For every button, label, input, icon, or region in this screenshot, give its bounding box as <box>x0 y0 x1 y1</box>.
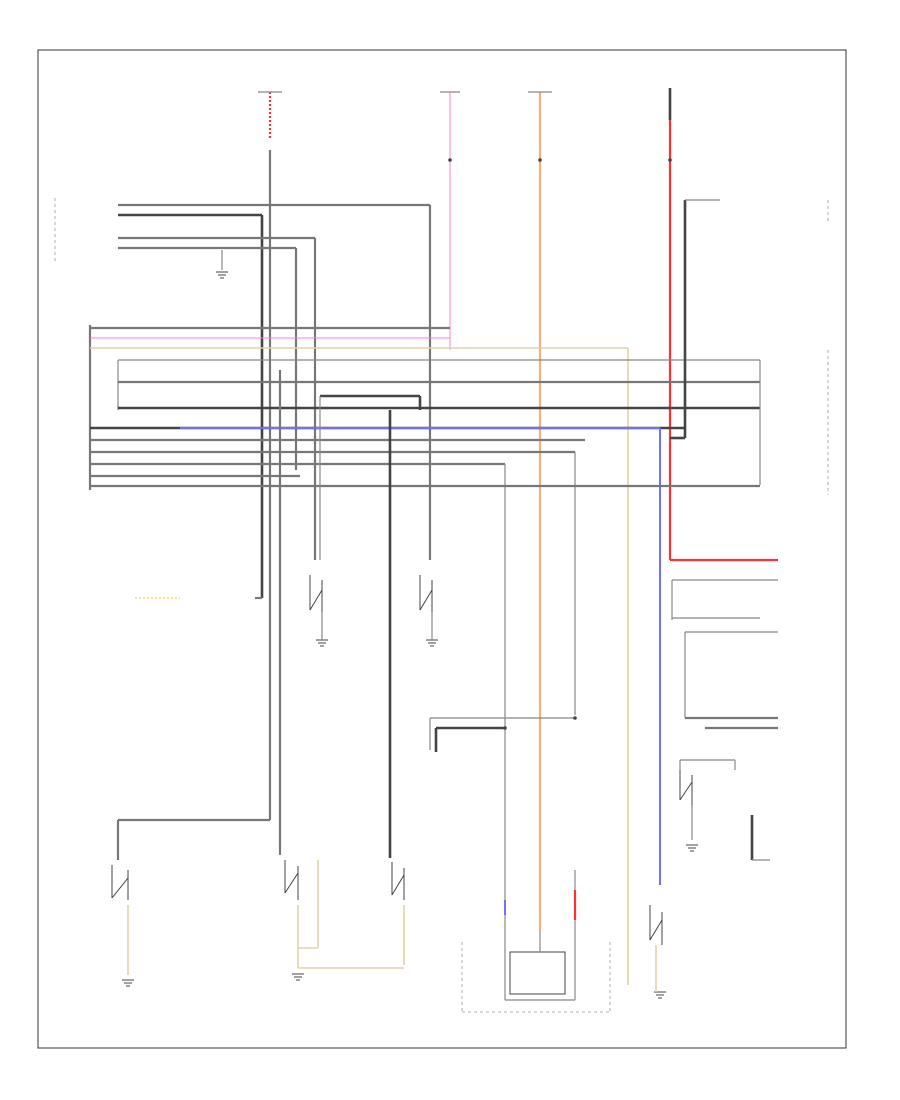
ground-antenna <box>216 271 228 279</box>
ground-symbols <box>122 271 698 999</box>
right-connectors <box>671 200 829 730</box>
main-harness <box>88 199 761 985</box>
middle-connector <box>429 717 575 752</box>
switch-door-lock-1 <box>309 575 323 612</box>
switch-right-front <box>284 860 299 900</box>
ground-rear <box>654 991 666 999</box>
switch-rear-door <box>649 905 663 945</box>
left-control-wires <box>54 150 432 820</box>
door-switches <box>111 575 693 945</box>
switch-door-lock-2 <box>419 575 433 612</box>
ground-left <box>122 979 134 987</box>
ground-ignition <box>686 844 698 852</box>
top-power-feeds <box>258 88 778 910</box>
ground-lock-1 <box>316 639 328 647</box>
switch-ignition <box>679 770 693 805</box>
switch-trunk <box>391 862 405 900</box>
bottom-left-wiring <box>116 596 405 975</box>
right-lower-wiring <box>679 759 770 861</box>
splice-nodes <box>448 158 672 730</box>
switch-left-front <box>111 865 129 900</box>
ground-lock-2 <box>426 639 438 647</box>
ground-center-left <box>292 973 304 981</box>
lock-motor-block <box>461 870 611 1013</box>
diagram-frame <box>37 49 847 1049</box>
